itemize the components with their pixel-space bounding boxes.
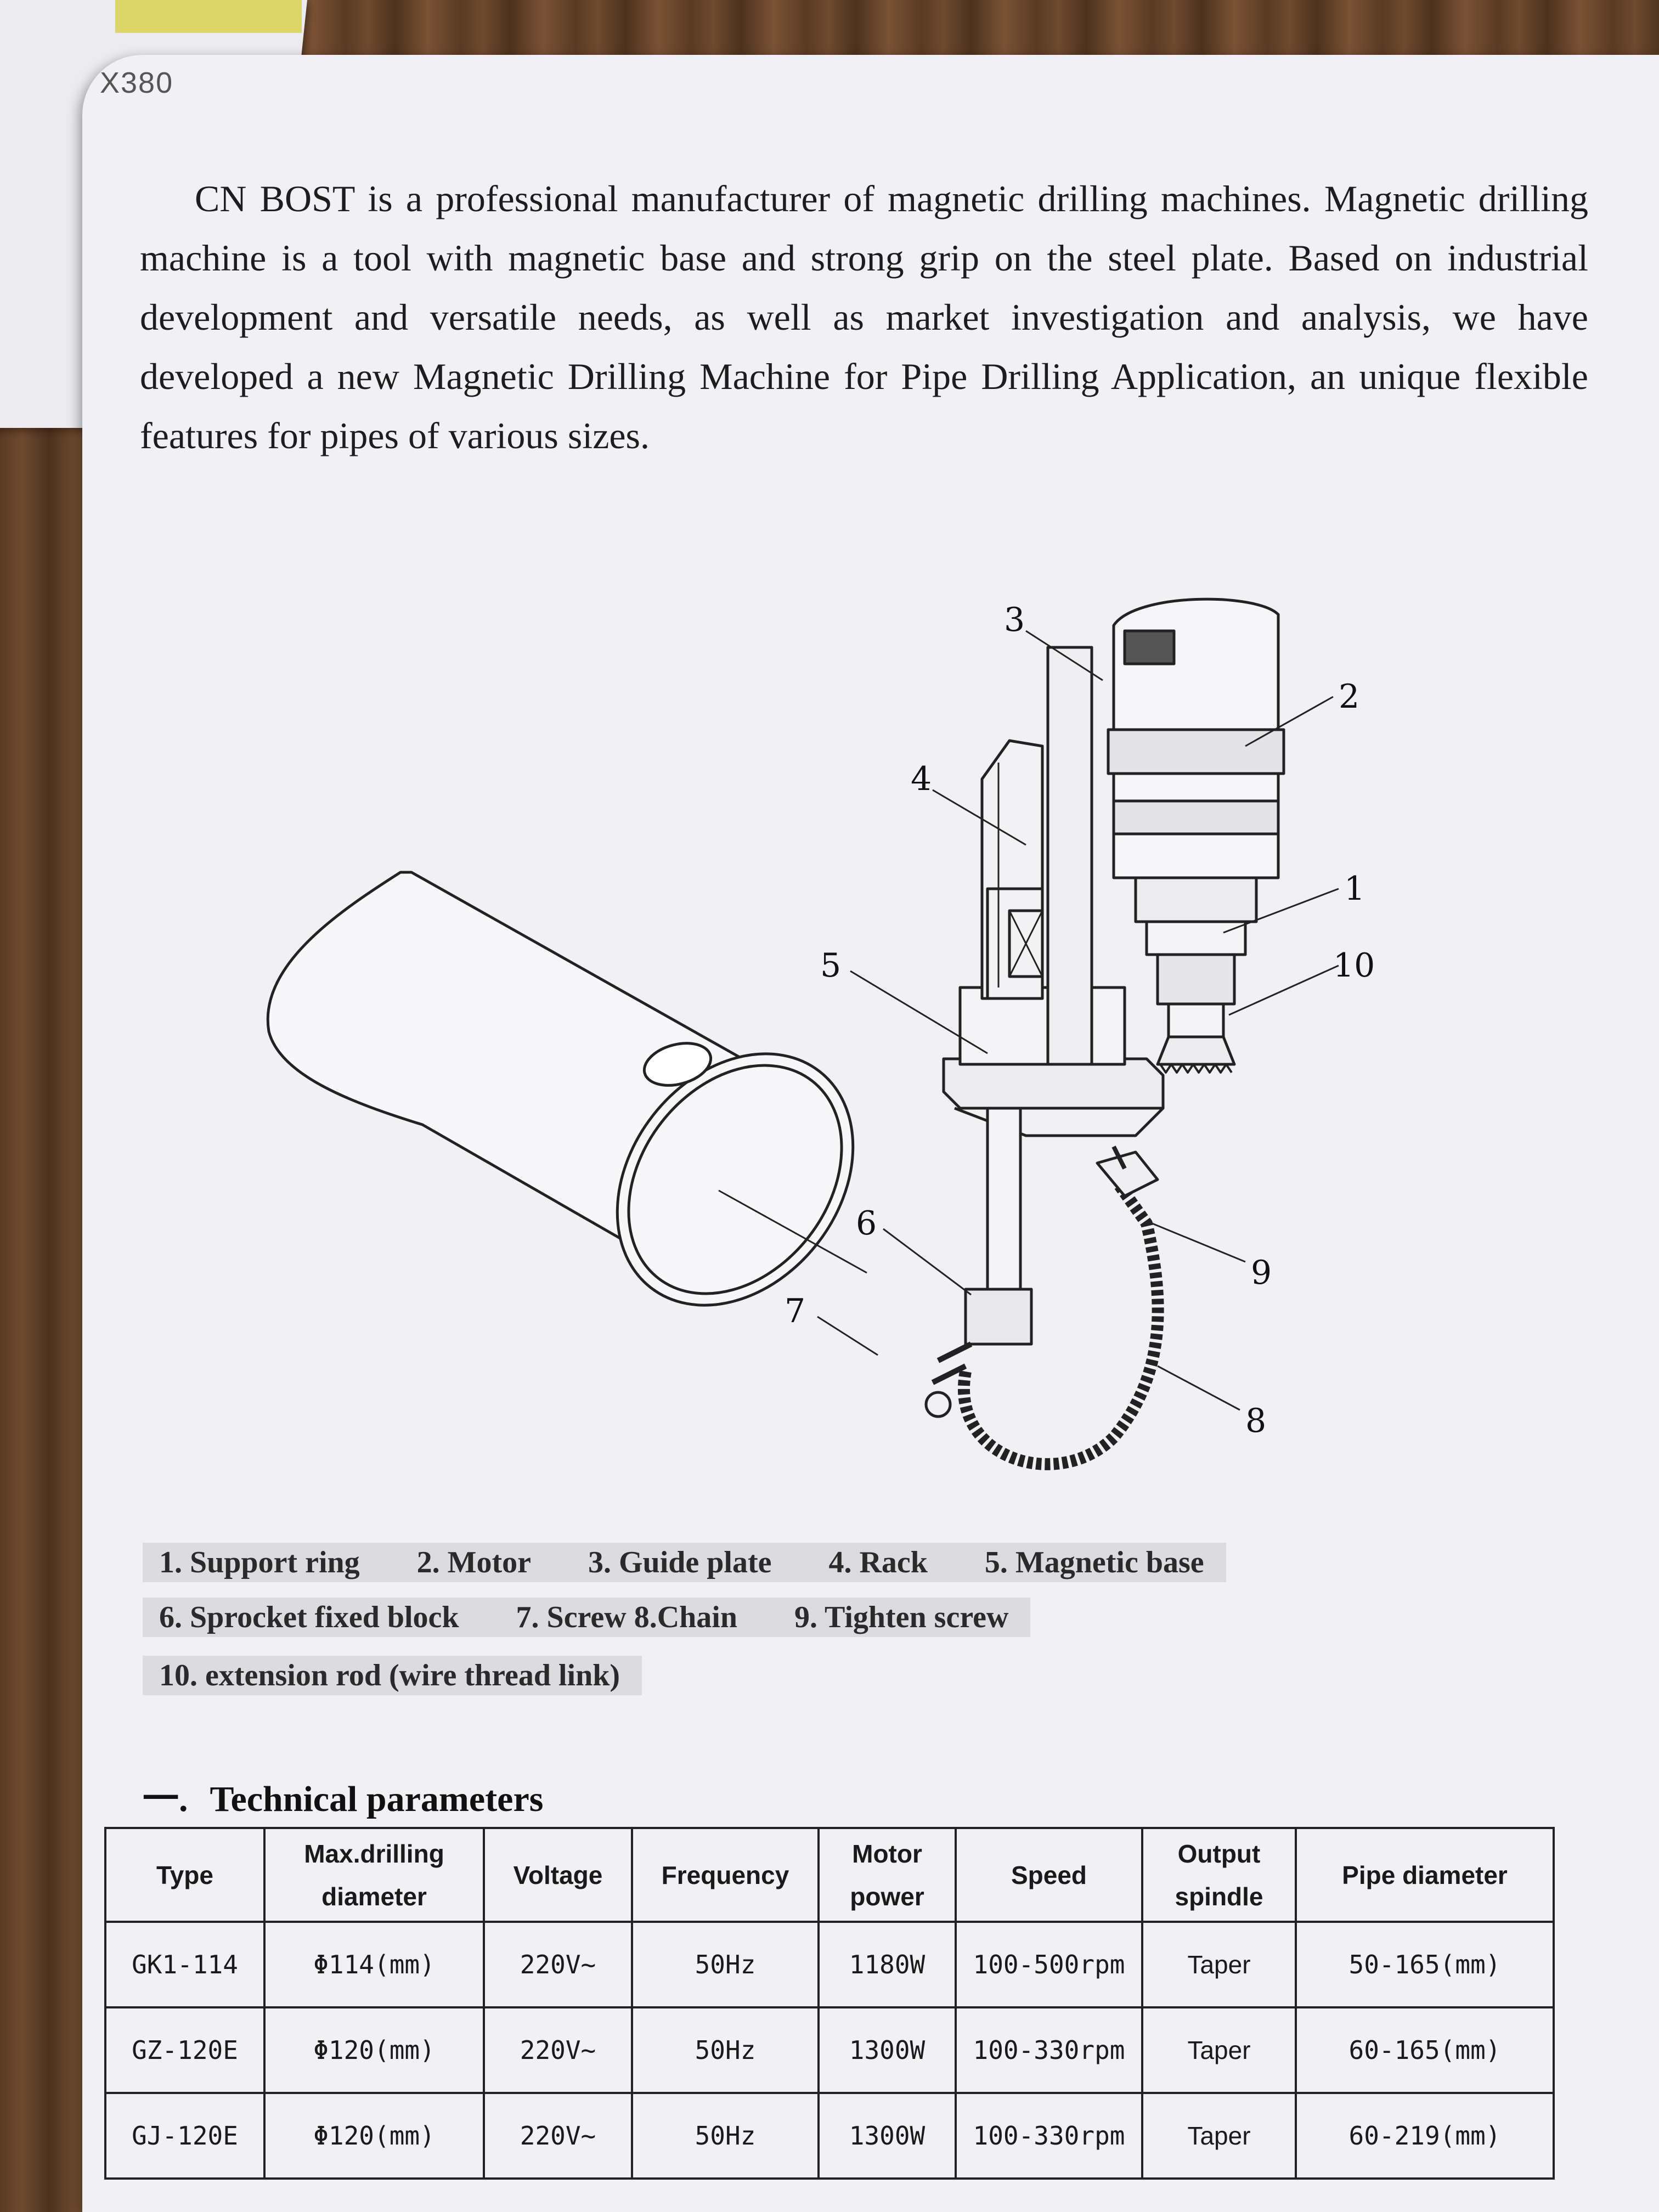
section-title: 一. Technical parameters [143,1769,543,1822]
table-cell: 60-219(mm) [1295,2092,1555,2180]
legend-item: 5. Magnetic base [984,1545,1204,1579]
table-cell: GK1-114 [104,1921,266,2008]
machine-diagram: 3 2 4 1 10 5 6 7 9 8 [266,597,1375,1470]
legend-item: 1. Support ring [159,1545,360,1579]
table-cell: Φ114(mm) [263,1921,485,2008]
column-header: Pipe diameter [1295,1827,1555,1923]
legend-row-2: 6. Sprocket fixed block 7. Screw 8.Chain… [143,1598,1031,1637]
table-row: GK1-114 Φ114(mm) 220V~ 50Hz 1180W 100-50… [104,1921,1555,2008]
guide-column-illustration [980,646,1093,1066]
table-cell: 220V~ [483,2006,633,2094]
callout-9: 9 [1251,1254,1272,1292]
motor-illustration [1107,597,1285,879]
table-cell: Φ120(mm) [263,2006,485,2094]
corner-label: X380 [100,66,174,99]
column-header: Type [104,1827,266,1923]
callout-8: 8 [1245,1402,1266,1440]
table-cell: GZ-120E [104,2006,266,2094]
legend-item: 4. Rack [828,1545,928,1579]
table-cell: Taper [1141,1921,1297,2008]
legend-item: 3. Guide plate [588,1545,772,1579]
table-cell: 50Hz [631,2006,820,2094]
legend-item: 9. Tighten screw [794,1600,1009,1634]
column-header: Max.drilling diameter [263,1827,485,1923]
column-header: Frequency [631,1827,820,1923]
legend-item: 6. Sprocket fixed block [159,1600,459,1634]
table-cell: 60-165(mm) [1295,2006,1555,2094]
legend-item: 10. extension rod (wire thread link) [159,1658,620,1692]
callout-5: 5 [820,946,841,985]
table-cell: 100-330rpm [955,2006,1143,2094]
table-cell: 50Hz [631,1921,820,2008]
table-cell: Taper [1141,2006,1297,2094]
technical-parameters-table: Type Max.drilling diameter Voltage Frequ… [104,1827,1555,2180]
table-cell: 1300W [817,2006,957,2094]
table-cell: 1300W [817,2092,957,2180]
table-cell: 1180W [817,1921,957,2008]
table-cell: 50Hz [631,2092,820,2180]
table-cell: GJ-120E [104,2092,266,2180]
callout-10: 10 [1333,946,1375,985]
section-number: 一. [143,1779,188,1819]
table-cell: 100-500rpm [955,1921,1143,2008]
pipe-illustration [266,871,867,1307]
legend-item: 2. Motor [416,1545,531,1579]
leader-lines [817,630,1339,1411]
legend-row-1: 1. Support ring 2. Motor 3. Guide plate … [143,1543,1226,1582]
callout-4: 4 [911,760,932,798]
callout-7: 7 [785,1292,805,1330]
table-header-row: Type Max.drilling diameter Voltage Frequ… [104,1827,1555,1923]
yellow-tab [115,0,302,33]
section-heading: Technical parameters [210,1779,544,1819]
table-row: GJ-120E Φ120(mm) 220V~ 50Hz 1300W 100-33… [104,2092,1555,2180]
table-cell: 220V~ [483,1921,633,2008]
table-cell: Taper [1141,2092,1297,2180]
chain-assembly-illustration [924,1107,1164,1470]
column-header: Output spindle [1141,1827,1297,1923]
column-header: Voltage [483,1827,633,1923]
column-header: Speed [955,1827,1143,1923]
callout-3: 3 [1004,601,1025,639]
table-cell: 50-165(mm) [1295,1921,1555,2008]
column-header: Motor power [817,1827,957,1923]
table-cell: 220V~ [483,2092,633,2180]
table-row: GZ-120E Φ120(mm) 220V~ 50Hz 1300W 100-33… [104,2006,1555,2094]
legend-row-3: 10. extension rod (wire thread link) [143,1656,642,1695]
table-cell: 100-330rpm [955,2092,1143,2180]
spindle-illustration [1134,876,1258,1074]
legend-item: 7. Screw 8.Chain [516,1600,737,1634]
callout-2: 2 [1339,678,1359,716]
callout-1: 1 [1344,870,1365,908]
table-cell: Φ120(mm) [263,2092,485,2180]
intro-paragraph: CN BOST is a professional manufacturer o… [140,178,1588,456]
callout-6: 6 [856,1204,877,1243]
